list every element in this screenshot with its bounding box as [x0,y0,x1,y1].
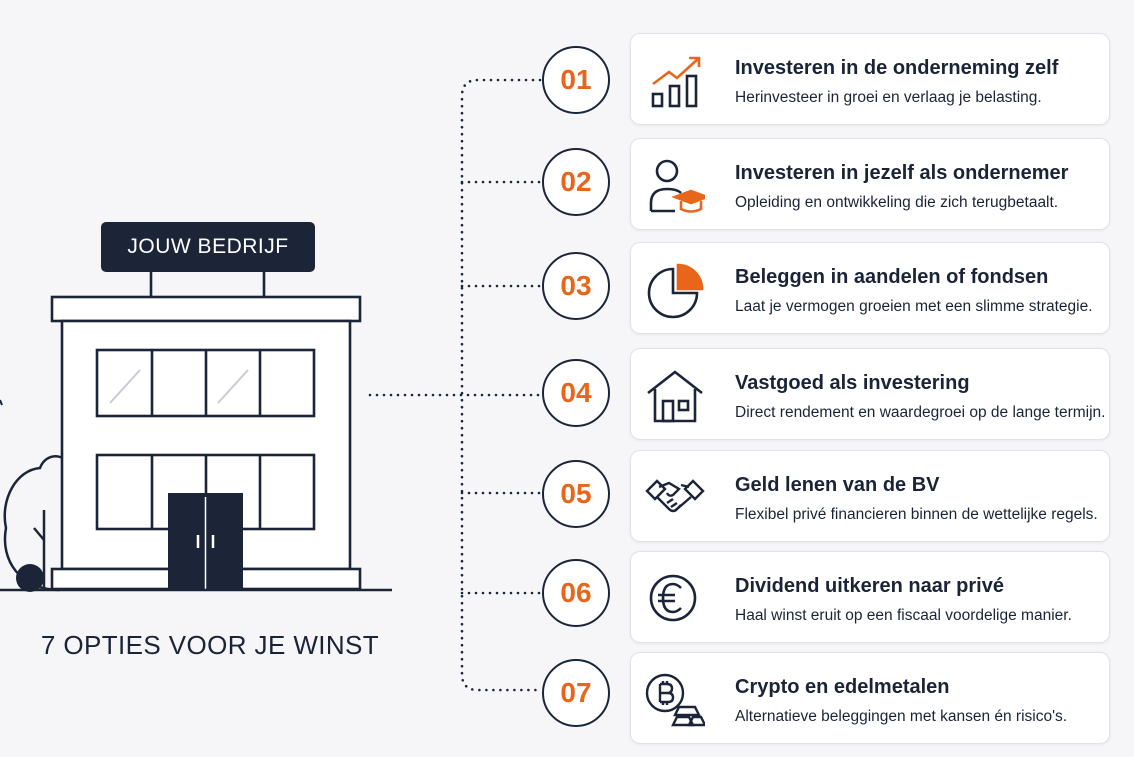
option-description: Herinvesteer in groei en verlaag je bela… [735,89,1042,106]
company-sign-label: JOUW BEDRIJF [127,235,289,258]
option-description: Opleiding en ontwikkeling die zich terug… [735,194,1059,211]
bitcoin-gold-icon [645,673,707,729]
pie-chart-icon [645,263,705,319]
options-caption: 7 OPTIES VOOR JE WINST [40,630,380,660]
option-description: Haal winst eruit op een fiscaal voordeli… [735,607,1072,624]
option-description: Direct rendement en waardegroei op de la… [735,404,1106,421]
option-description: Laat je vermogen groeien met een slimme … [735,298,1093,315]
window-glare [109,369,249,404]
option-title: Investeren in jezelf als ondernemer [735,162,1069,184]
building-door [168,493,243,589]
option-card-07: Crypto en edelmetalen Alternatieve beleg… [630,652,1110,744]
bush [16,564,44,592]
option-number-label: 06 [560,577,592,608]
building [50,272,362,591]
option-number-06: 06 [542,559,610,627]
option-number-label: 02 [560,166,592,197]
option-number-label: 04 [560,377,592,408]
option-card-01: Investeren in de onderneming zelf Herinv… [630,33,1110,125]
option-title: Investeren in de onderneming zelf [735,57,1059,79]
option-card-02: Investeren in jezelf als ondernemer Ople… [630,138,1110,230]
graduate-person-icon [645,159,711,215]
handshake-icon [645,471,705,527]
option-number-04: 04 [542,359,610,427]
option-card-04: Vastgoed als investering Direct rendemen… [630,348,1110,440]
option-card-03: Beleggen in aandelen of fondsen Laat je … [630,242,1110,334]
house-icon [645,369,705,425]
option-number-07: 07 [542,659,610,727]
option-card-05: Geld lenen van de BV Flexibel privé fina… [630,450,1110,542]
option-number-03: 03 [542,252,610,320]
company-sign: JOUW BEDRIJF [101,222,315,272]
option-number-02: 02 [542,148,610,216]
option-title: Dividend uitkeren naar privé [735,575,1004,597]
option-number-label: 01 [560,64,592,95]
option-description: Flexibel privé financieren binnen de wet… [735,506,1098,523]
option-title: Crypto en edelmetalen [735,676,950,698]
option-number-label: 05 [560,478,592,509]
option-description: Alternatieve beleggingen met kansen én r… [735,708,1068,725]
option-number-label: 03 [560,270,592,301]
growth-chart-icon [645,54,705,110]
option-number-05: 05 [542,460,610,528]
option-number-01: 01 [542,46,610,114]
option-title: Beleggen in aandelen of fondsen [735,266,1049,288]
euro-coin-icon [645,572,705,628]
option-number-label: 07 [560,677,592,708]
option-title: Vastgoed als investering [735,372,970,394]
option-title: Geld lenen van de BV [735,474,940,496]
option-card-06: Dividend uitkeren naar privé Haal winst … [630,551,1110,643]
dotted-connectors [368,78,542,692]
